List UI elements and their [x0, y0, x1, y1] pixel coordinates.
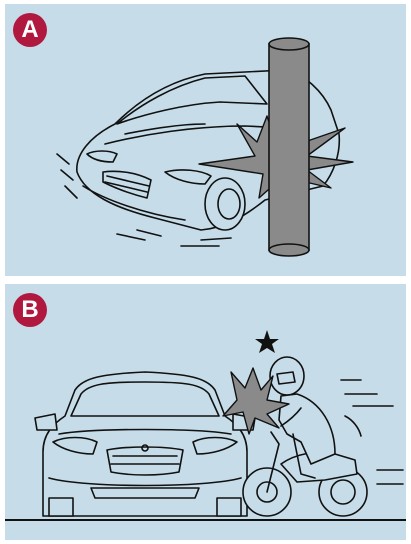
panel-a: A: [5, 4, 406, 276]
panel-b: B: [5, 284, 406, 540]
pole: [269, 44, 309, 250]
car-tire-left: [49, 498, 73, 516]
rider-helmet: [270, 357, 304, 395]
car-motorcycle-collision-illustration: [5, 284, 406, 540]
panel-b-badge: B: [13, 293, 47, 327]
car-body: [43, 372, 247, 516]
car-mirror-left: [35, 414, 57, 430]
car-front-wheel: [205, 178, 245, 230]
car-tire-right: [217, 498, 241, 516]
panel-a-badge: A: [13, 13, 47, 47]
car-pole-collision-illustration: [5, 4, 406, 276]
star-icon: [255, 330, 279, 353]
